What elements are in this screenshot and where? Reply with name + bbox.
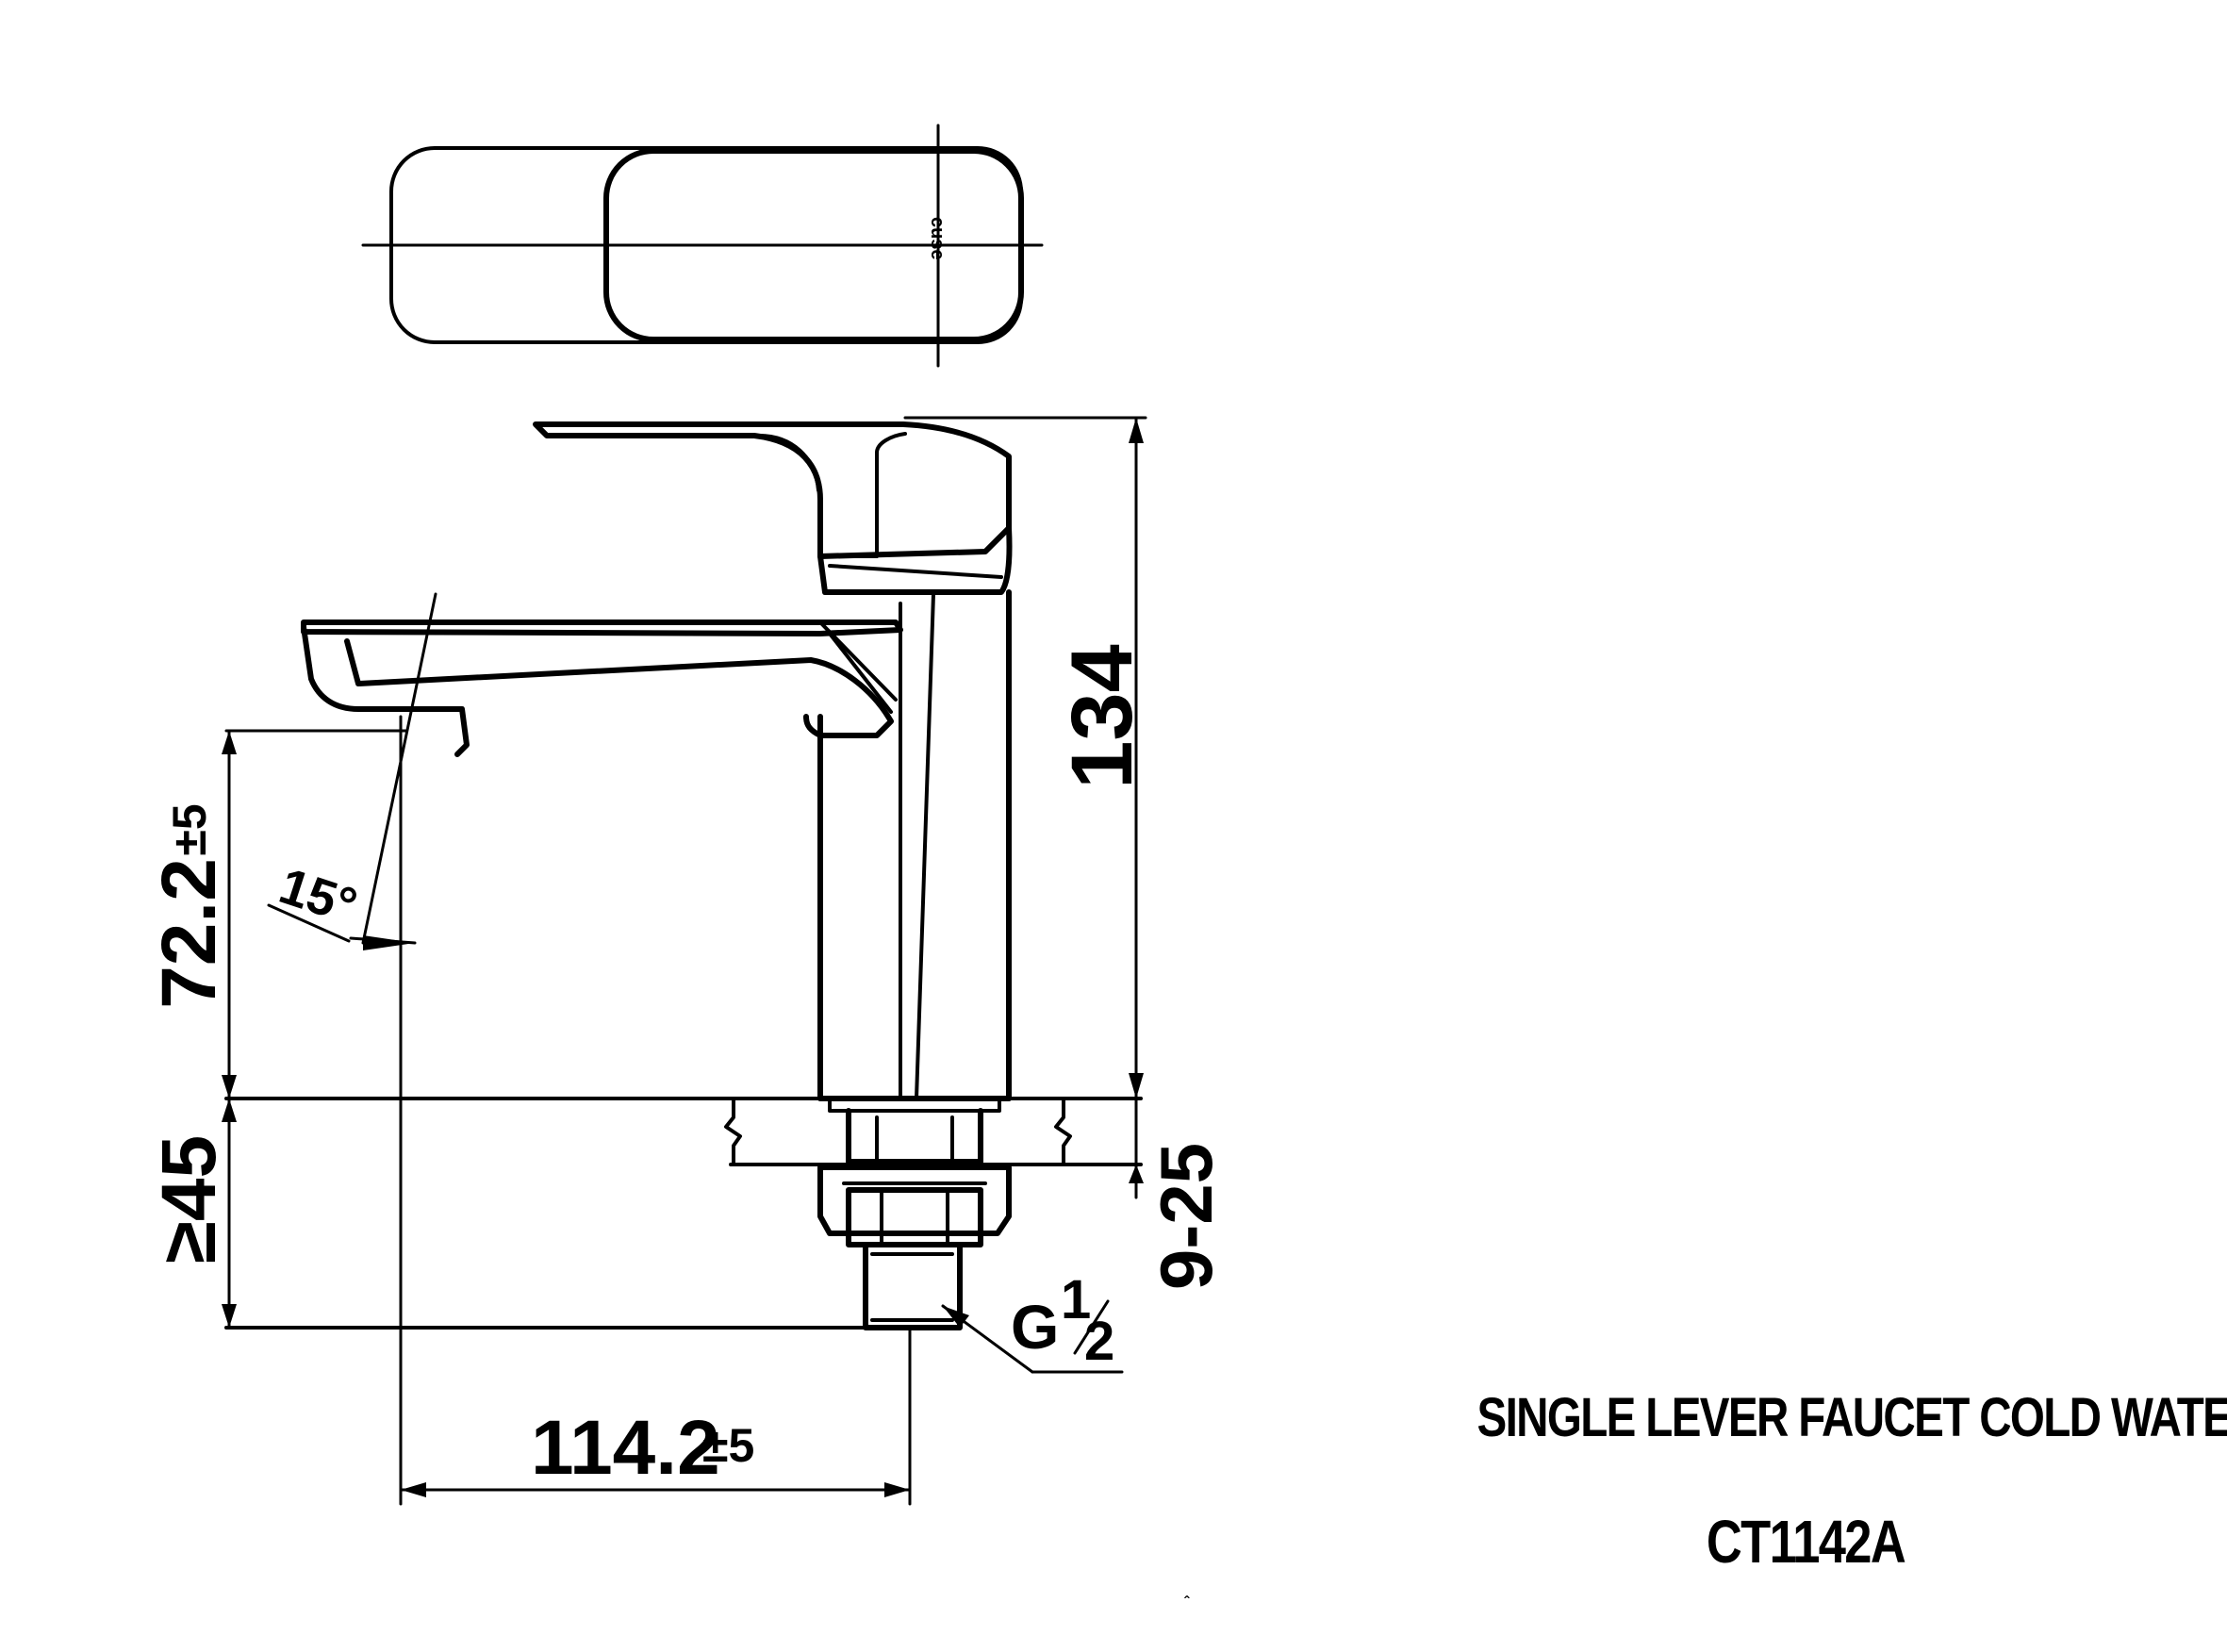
- dim-thread-label: G: [1011, 1292, 1059, 1362]
- dim-spout-angle: 15°: [272, 857, 363, 934]
- lever-handle: [533, 421, 1013, 595]
- top-view: cuse: [361, 124, 1044, 368]
- dim-total-height: 134: [1054, 644, 1150, 789]
- dim-spout-height: 72.2: [146, 858, 232, 1009]
- dimension-labels: 134 72.2 ±5 15° ≥45 9-25 114.2 ±5 G 1 2: [146, 644, 1228, 1491]
- model-number: CT1142A: [1706, 1508, 1906, 1576]
- handle-emboss-text: cuse: [927, 217, 948, 260]
- mounting-assembly: [817, 1108, 1012, 1330]
- product-name: SINGLE LEVER FAUCET COLD WATER: [1476, 1387, 2227, 1448]
- spout: [301, 589, 1012, 1113]
- stray-mark: ˆ: [1184, 1594, 1190, 1611]
- dim-counter-thickness: 9-25: [1145, 1143, 1228, 1290]
- dim-spout-reach-tolerance: ±5: [702, 1419, 754, 1472]
- dim-spout-height-tolerance: ±5: [163, 803, 216, 855]
- dim-min-thread-length: ≥45: [146, 1135, 232, 1264]
- dim-thread-size-numerator: 1: [1061, 1269, 1091, 1330]
- dim-spout-reach: 114.2: [531, 1405, 720, 1491]
- dimension-lines: [222, 416, 1147, 1506]
- counter-deck: [224, 1097, 1143, 1330]
- dim-thread-size-denominator: 2: [1084, 1311, 1114, 1372]
